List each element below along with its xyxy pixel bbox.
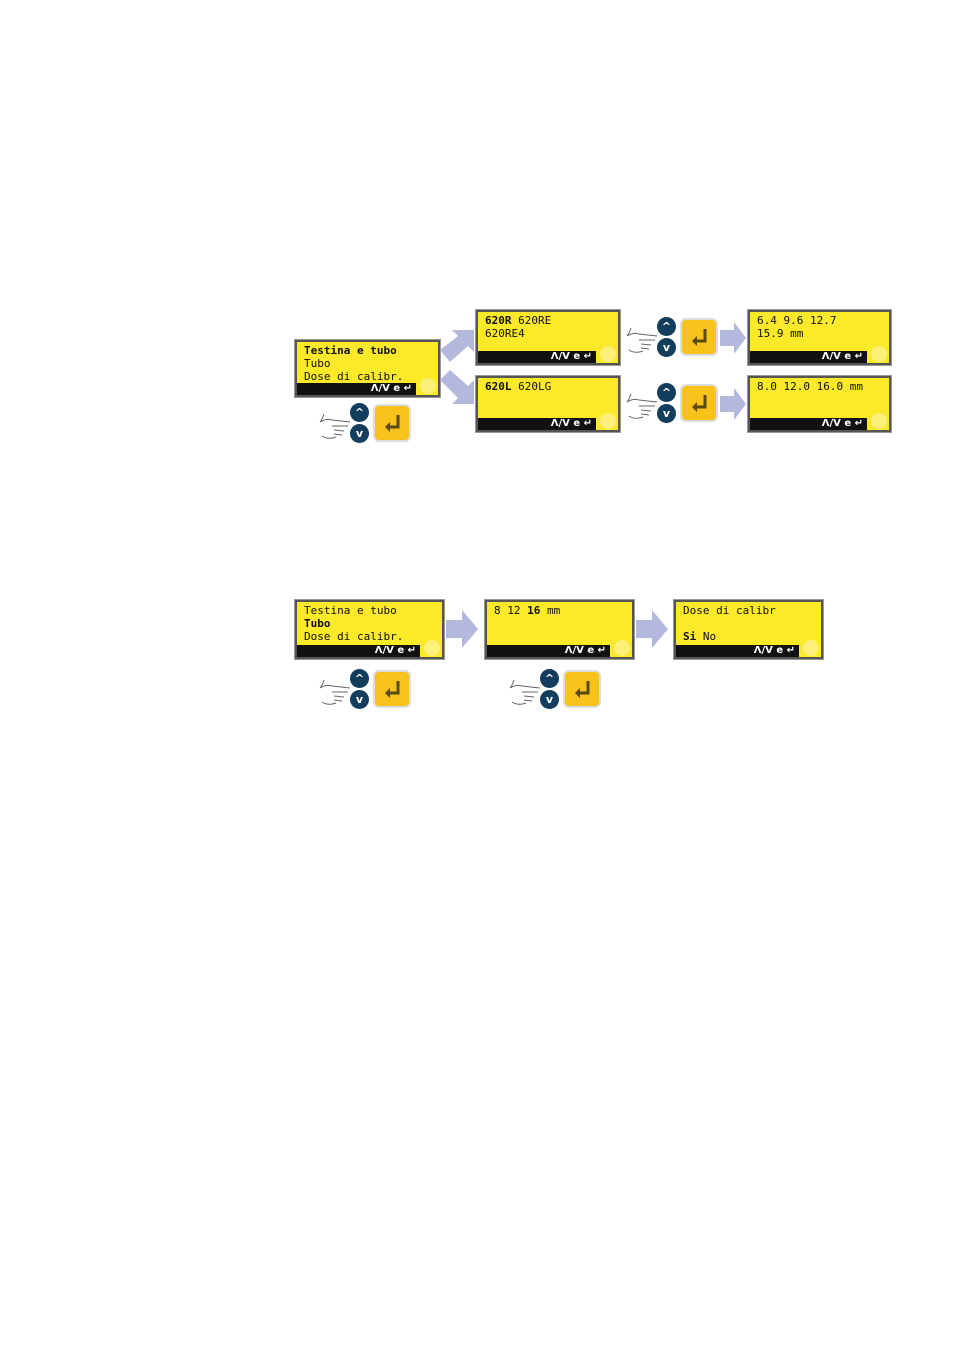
- lcd-line: Dose di calibr: [683, 604, 776, 617]
- lcd-screen-heads-620l: 620L 620LG Λ/V e ↵: [476, 376, 620, 432]
- enter-key-icon: [373, 404, 411, 442]
- lcd-line: Testina e tubo: [304, 344, 403, 357]
- lcd-option: Tubo: [304, 357, 331, 370]
- lcd-line: 620R 620RE: [485, 314, 551, 327]
- lcd-footer-hint: Λ/V e ↵: [478, 351, 596, 363]
- lcd-option: Dose di calibr.: [304, 630, 404, 643]
- down-key-icon: v: [350, 424, 369, 443]
- lcd-option: mm: [540, 604, 561, 617]
- lcd-corner-dot: [424, 640, 440, 656]
- enter-key-icon: [373, 670, 411, 708]
- down-key-icon: v: [657, 404, 676, 423]
- pointing-hand-icon: [626, 327, 658, 353]
- up-key-icon: ^: [657, 383, 676, 402]
- pointing-hand-icon: [319, 413, 351, 439]
- pointing-hand-icon: [626, 393, 658, 419]
- lcd-line: 8 12 16 mm: [494, 604, 560, 617]
- keypad-press-illustration: ^ v: [625, 316, 725, 360]
- pointing-hand-icon: [509, 679, 541, 705]
- enter-key-icon: [680, 384, 718, 422]
- down-key-icon: v: [350, 690, 369, 709]
- down-key-icon: v: [540, 690, 559, 709]
- lcd-line: 620RE4: [485, 327, 551, 340]
- lcd-line: Testina e tubo: [304, 604, 403, 617]
- lcd-line: [683, 617, 776, 630]
- lcd-line: Dose di calibr.: [304, 370, 403, 383]
- lcd-selected-option: 620R: [485, 314, 512, 327]
- lcd-footer-hint: Λ/V e ↵: [676, 645, 799, 657]
- lcd-option: 620RE4: [485, 327, 525, 340]
- lcd-option: 620RE: [511, 314, 552, 327]
- arrow-up-right: [440, 330, 474, 362]
- lcd-corner-dot: [600, 413, 616, 429]
- lcd-corner-dot: [600, 346, 616, 362]
- lcd-option: Dose di calibr.: [304, 370, 404, 383]
- keypad-press-illustration: ^ v: [508, 668, 608, 712]
- lcd-line: Tubo: [304, 357, 403, 370]
- lcd-footer-hint: Λ/V e ↵: [750, 418, 867, 430]
- lcd-selected-option: Testina e tubo: [304, 344, 397, 357]
- lcd-footer-hint: Λ/V e ↵: [478, 418, 596, 430]
- lcd-option: 8 12: [494, 604, 528, 617]
- lcd-footer-hint: Λ/V e ↵: [487, 645, 610, 657]
- lcd-line: 620L 620LG: [485, 380, 551, 393]
- lcd-line: Si No: [683, 630, 776, 643]
- enter-key-icon: [680, 318, 718, 356]
- arrow-down-right: [440, 370, 474, 404]
- down-key-icon: v: [657, 338, 676, 357]
- lcd-footer-hint: Λ/V e ↵: [750, 351, 867, 363]
- lcd-option: 8.0 12.0 16.0 mm: [757, 380, 863, 393]
- lcd-screen-tubes-620l: 8.0 12.0 16.0 mm Λ/V e ↵: [748, 376, 891, 432]
- pointing-hand-icon: [319, 679, 351, 705]
- lcd-selected-option: 16: [527, 604, 541, 617]
- lcd-selected-option: Tubo: [304, 617, 331, 630]
- lcd-line: 6.4 9.6 12.7: [757, 314, 836, 327]
- lcd-footer-hint: Λ/V e ↵: [297, 645, 420, 657]
- enter-key-icon: [563, 670, 601, 708]
- lcd-corner-dot: [614, 640, 630, 656]
- lcd-corner-dot: [420, 378, 436, 394]
- lcd-option: No: [696, 630, 717, 643]
- lcd-text: 620L 620LG: [485, 380, 551, 393]
- lcd-text: 8 12 16 mm: [494, 604, 560, 617]
- lcd-corner-dot: [871, 346, 887, 362]
- lcd-line: Dose di calibr.: [304, 630, 403, 643]
- lcd-line: Tubo: [304, 617, 403, 630]
- arrow-right: [446, 610, 478, 648]
- lcd-option: 15.9 mm: [757, 327, 804, 340]
- lcd-text: 8.0 12.0 16.0 mm: [757, 380, 863, 393]
- lcd-option: 620LG: [511, 380, 552, 393]
- lcd-option: 6.4 9.6 12.7: [757, 314, 837, 327]
- up-key-icon: ^: [540, 669, 559, 688]
- up-key-icon: ^: [350, 403, 369, 422]
- lcd-option: Dose di calibr: [683, 604, 776, 617]
- lcd-corner-dot: [803, 640, 819, 656]
- keypad-press-illustration: ^ v: [318, 402, 418, 446]
- up-key-icon: ^: [350, 669, 369, 688]
- lcd-line: 15.9 mm: [757, 327, 836, 340]
- lcd-line: 8.0 12.0 16.0 mm: [757, 380, 863, 393]
- lcd-option: Testina e tubo: [304, 604, 397, 617]
- lcd-selected-option: Si: [683, 630, 697, 643]
- lcd-selected-option: 620L: [485, 380, 512, 393]
- lcd-corner-dot: [871, 413, 887, 429]
- up-key-icon: ^: [657, 317, 676, 336]
- lcd-footer-hint: Λ/V e ↵: [297, 383, 416, 395]
- keypad-press-illustration: ^ v: [318, 668, 418, 712]
- keypad-press-illustration: ^ v: [625, 382, 725, 426]
- arrow-right: [636, 610, 668, 648]
